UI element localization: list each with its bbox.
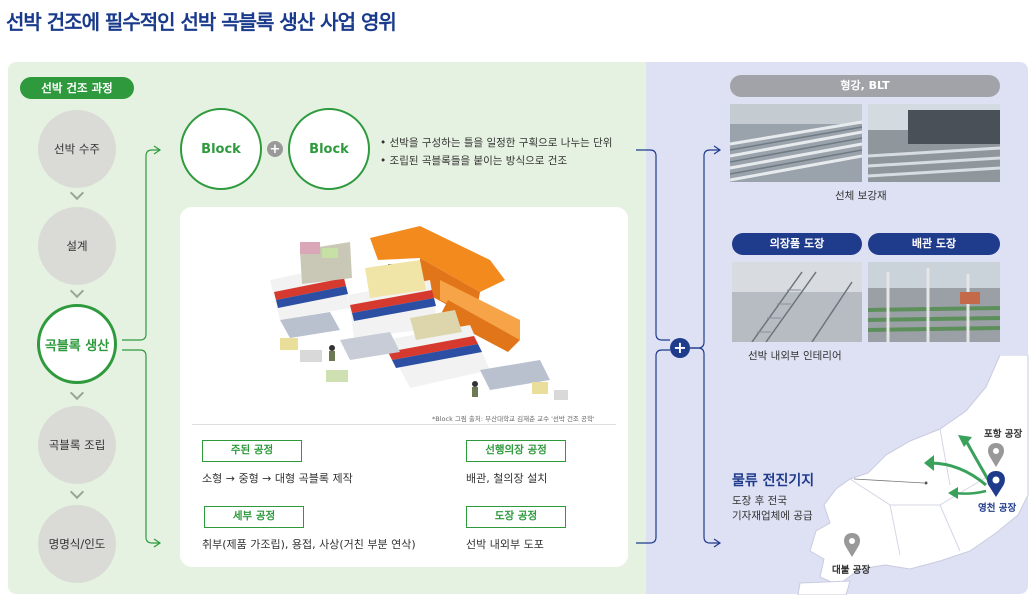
steel-header: 형강, BLT — [730, 75, 1000, 97]
pre-outfitting-desc: 배관, 철의장 설치 — [466, 472, 548, 485]
pre-outfitting-tag: 선행의장 공정 — [466, 440, 566, 462]
interior-caption: 선박 내외부 인테리어 — [748, 350, 842, 362]
map-pin-icon — [987, 471, 1005, 497]
block-bullet: 조립된 곡블록들을 붙이는 방식으로 건조 — [380, 152, 612, 170]
outfitting-photo — [732, 262, 862, 342]
block-circle-left: Block — [180, 108, 262, 190]
divider — [192, 424, 616, 425]
logistics-desc-line: 도장 후 전국 — [732, 495, 787, 507]
daebul-plant-label: 대불 공장 — [832, 565, 871, 576]
steel-yard-photo — [868, 104, 1000, 182]
logistics-desc-line: 기자재업체에 공급 — [732, 510, 813, 522]
step-curved-block-production: 곡블록 생산 — [37, 304, 117, 384]
steel-caption: 선체 보강재 — [835, 190, 887, 202]
page-title: 선박 건조에 필수적인 선박 곡블록 생산 사업 영위 — [6, 10, 397, 34]
painting-process-desc: 선박 내외부 도포 — [466, 538, 544, 551]
outfitting-paint-header: 의장품 도장 — [732, 233, 862, 255]
illustration-credit: *Block 그림 출처: 부산대학교 김재춘 교수 '선박 건조 공학' — [432, 415, 595, 423]
map-pin-icon — [988, 443, 1004, 467]
painting-process-tag: 도장 공정 — [466, 506, 566, 528]
step-order: 선박 수주 — [38, 110, 116, 188]
steel-beams-photo — [730, 104, 862, 182]
pohang-plant-label: 포항 공장 — [984, 429, 1023, 440]
yeongcheon-plant-label: 영천 공장 — [978, 503, 1017, 514]
map-pin-icon — [844, 533, 860, 557]
ship-block-illustration — [270, 226, 568, 400]
step-design: 설계 — [38, 207, 116, 285]
main-process-tag: 주된 공정 — [202, 440, 302, 462]
block-bullet: 선박을 구성하는 틀을 일정한 구획으로 나누는 단위 — [380, 134, 613, 152]
plus-icon: + — [670, 338, 690, 358]
pipe-paint-header: 배관 도장 — [868, 233, 1000, 255]
logistics-title: 물류 전진기지 — [732, 473, 815, 489]
step-naming-delivery: 명명식/인도 — [38, 505, 116, 583]
plus-icon: + — [267, 141, 283, 157]
step-block-assembly: 곡블록 조립 — [38, 406, 116, 484]
pipe-paint-photo — [868, 262, 1000, 342]
logistics-desc: 도장 후 전국 기자재업체에 공급 — [732, 494, 813, 524]
korea-map — [797, 355, 1029, 595]
block-circle-right: Block — [288, 108, 370, 190]
detail-process-desc: 취부(제품 가조립), 용접, 사상(거친 부분 연삭) — [202, 538, 416, 551]
block-description: 선박을 구성하는 틀을 일정한 구획으로 나누는 단위 조립된 곡블록들을 붙이… — [380, 134, 613, 170]
process-label-pill: 선박 건조 과정 — [20, 77, 134, 99]
detail-process-tag: 세부 공정 — [204, 506, 304, 528]
main-process-desc: 소형 → 중형 → 대형 곡블록 제작 — [202, 472, 353, 485]
